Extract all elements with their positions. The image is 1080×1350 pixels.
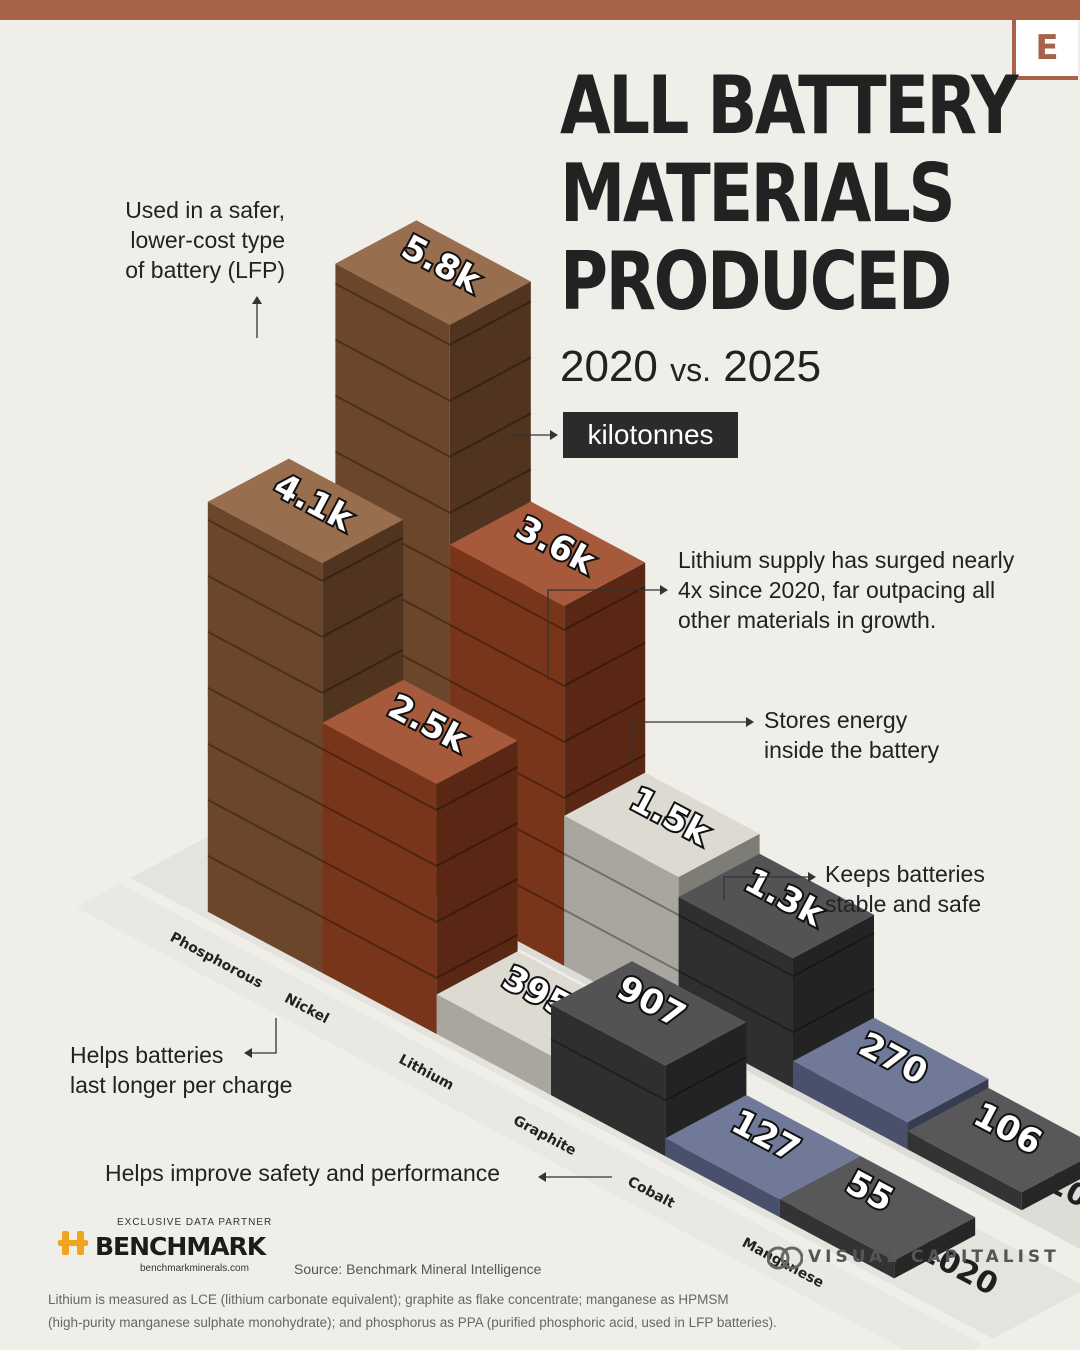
bar-graphite-2020: 907 [550,961,747,1157]
connector-lithium-head [660,585,668,595]
top-accent-bar [0,0,1080,20]
connector-phosphorous-head [252,296,262,304]
block-seam [449,679,646,744]
bar-face-front [907,1131,1022,1211]
block-seam [449,567,646,632]
bar-face-top [207,458,404,563]
annotation-lithium: Lithium supply has surged nearly 4x sinc… [678,545,1014,635]
block-seam [321,804,519,868]
bar-face-top [678,853,874,959]
bar-face-front [665,1138,780,1218]
connector-graphite-head [746,717,754,727]
block-seam [449,623,646,688]
bar-face-top [551,961,747,1066]
annotation-line: other materials in growth. [678,607,937,633]
connector-graphite [631,721,748,762]
chart-subtitle: 2020 vs. 2025 [560,342,821,392]
annotation-line: stable and safe [825,891,982,917]
bar-face-top [779,1156,976,1261]
partner-url: benchmarkminerals.com [140,1263,249,1274]
block-seam [207,518,404,583]
bar-face-top [449,501,646,606]
bar-cobalt-2020: 127 [665,1095,861,1218]
bar-face-front [436,994,551,1096]
footnote-line-2: (high-purity manganese sulphate monohydr… [48,1315,777,1330]
annotation-line: of battery (LFP) [125,257,285,283]
bar-face-top [793,1017,989,1123]
annotation-line: Lithium supply has surged nearly [678,547,1015,573]
annotation-manganese: Helps improve safety and performance [105,1160,501,1186]
title-line-3: PRODUCED [560,235,952,328]
annotation-line: last longer per charge [70,1072,293,1098]
annotation-cobalt: Keeps batteries stable and safe [825,859,985,919]
bar-face-side [894,1217,976,1279]
subtitle-year-b: 2025 [723,342,822,391]
bar-face-front [551,1004,666,1157]
block-seam [334,338,532,402]
block-seam [678,970,875,1034]
unit-badge: kilotonnes [563,412,738,458]
block-seam [321,860,519,924]
annotation-line: lower-cost type [130,227,285,253]
block-seam [334,450,532,514]
block-seam [207,630,404,695]
visual-capitalist-logo: E [1012,20,1078,80]
annotation-line: Stores energy [764,707,908,733]
connector-cobalt-head [808,872,816,882]
bar-face-top [564,772,760,877]
bar-face-top [907,1087,1080,1193]
logo-letter: E [1035,28,1059,68]
subtitle-vs: vs. [670,352,712,388]
footnote: Lithium is measured as LCE (lithium carb… [48,1288,1048,1334]
visual-capitalist-icon [767,1246,803,1270]
connector-manganese-head [538,1172,546,1182]
subtitle-year-a: 2020 [560,342,658,391]
annotation-line: inside the battery [764,737,940,763]
annotation-connectors [244,296,816,1182]
annotation-line: Helps batteries [70,1042,224,1068]
bar-nickel-2020: 2.5k [321,679,519,1034]
title-line-1: ALL BATTERY [560,59,1019,152]
block-seam [678,914,875,978]
connector-nickel [250,1018,277,1054]
connector-unit-head [550,430,558,440]
bar-face-top [335,220,531,325]
bar-face-front [793,1061,908,1150]
bar-face-front [779,1199,895,1279]
annotation-graphite: Stores energy inside the battery [764,705,939,765]
block-seam [321,916,519,980]
partner-label: EXCLUSIVE DATA PARTNER [117,1217,273,1228]
source-note: Source: Benchmark Mineral Intelligence [294,1261,542,1277]
block-seam [334,282,532,346]
bar-face-top [322,679,518,784]
annotation-phosphorous: Used in a safer, lower-cost type of batt… [110,195,285,285]
partner-name: BENCHMARK [95,1232,266,1261]
chart-title: ALL BATTERY MATERIALS PRODUCED [560,59,1019,328]
bar-face-front [322,722,437,1034]
benchmark-icon [58,1231,88,1255]
connector-cobalt [723,876,810,900]
bar-face-front [207,501,323,973]
footnote-line-1: Lithium is measured as LCE (lithium carb… [48,1292,729,1307]
bar-face-side [436,740,518,1034]
block-seam [321,748,519,812]
annotation-line: Used in a safer, [125,197,285,223]
bar-manganese-2025: 106 [907,1087,1080,1211]
bar-face-side [1021,1161,1080,1211]
block-seam [207,574,404,639]
brand-name: VISUAL CAPITALIST [808,1247,1060,1267]
title-line-2: MATERIALS [560,147,956,240]
block-seam [550,1038,747,1102]
connector-lithium [547,589,662,680]
annotation-nickel: Helps batteries last longer per charge [70,1040,292,1100]
annotation-line: Keeps batteries [825,861,985,887]
annotation-line: 4x since 2020, far outpacing all [678,577,996,603]
block-seam [334,394,532,458]
connector-nickel-head [244,1048,252,1058]
bar-face-top [665,1095,861,1200]
category-strip [75,883,983,1350]
